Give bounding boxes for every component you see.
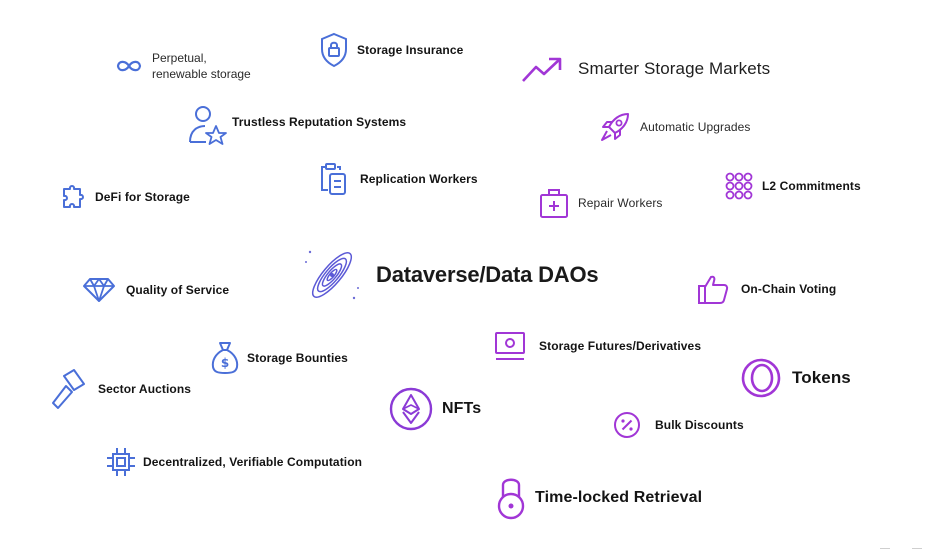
money-bag-icon: $ xyxy=(209,340,241,376)
decentralized-computation-label: Decentralized, Verifiable Computation xyxy=(143,455,363,469)
item-replication-workers: Replication Workers xyxy=(318,162,478,196)
item-bulk-discounts: Bulk Discounts xyxy=(613,411,744,439)
item-automatic-upgrades: Automatic Upgrades xyxy=(598,110,751,144)
user-star-icon xyxy=(188,104,228,146)
quality-of-service-label: Quality of Service xyxy=(126,283,230,297)
dataverse-label: Dataverse/Data DAOs xyxy=(376,262,599,287)
item-storage-insurance: Storage Insurance xyxy=(319,32,463,68)
padlock-icon xyxy=(497,475,525,521)
perpetual-storage-label: Perpetual, renewable storage xyxy=(152,50,251,82)
svg-text:$: $ xyxy=(221,356,229,370)
corner-mark xyxy=(912,548,922,549)
smarter-storage-markets-label: Smarter Storage Markets xyxy=(578,59,771,78)
item-tokens: Tokens xyxy=(740,357,851,399)
item-storage-futures: Storage Futures/Derivatives xyxy=(493,330,701,362)
item-smarter-storage-markets: Smarter Storage Markets xyxy=(520,54,770,84)
percent-icon xyxy=(613,411,641,439)
item-on-chain-voting: On-Chain Voting xyxy=(697,273,836,305)
storage-bounties-label: Storage Bounties xyxy=(247,351,348,365)
perpetual-storage-line2: renewable storage xyxy=(152,67,251,81)
item-storage-bounties: $ Storage Bounties xyxy=(209,340,348,376)
screen-icon xyxy=(493,330,527,362)
defi-for-storage-label: DeFi for Storage xyxy=(95,190,190,204)
item-defi-for-storage: DeFi for Storage xyxy=(61,183,190,211)
automatic-upgrades-label: Automatic Upgrades xyxy=(640,120,751,134)
item-trustless-reputation: Trustless Reputation Systems xyxy=(188,104,406,146)
time-locked-retrieval-label: Time-locked Retrieval xyxy=(535,489,703,506)
storage-futures-label: Storage Futures/Derivatives xyxy=(539,339,702,353)
l2-commitments-label: L2 Commitments xyxy=(762,179,861,193)
nfts-label: NFTs xyxy=(442,400,482,417)
galaxy-icon xyxy=(302,244,362,306)
corner-mark xyxy=(880,548,890,549)
chip-icon xyxy=(105,446,137,478)
ethereum-icon xyxy=(388,386,434,432)
trending-up-icon xyxy=(520,54,564,84)
repair-workers-label: Repair Workers xyxy=(578,196,663,210)
grid-rings-icon xyxy=(724,171,754,201)
infinity-icon xyxy=(114,57,144,75)
sector-auctions-label: Sector Auctions xyxy=(98,382,192,396)
item-quality-of-service: Quality of Service xyxy=(82,277,229,303)
clipboard-copy-icon xyxy=(318,162,348,196)
item-nfts: NFTs xyxy=(388,386,481,432)
gavel-icon xyxy=(50,368,92,410)
puzzle-icon xyxy=(61,183,87,211)
item-sector-auctions: Sector Auctions xyxy=(50,368,191,410)
rocket-icon xyxy=(598,110,632,144)
item-repair-workers: Repair Workers xyxy=(538,186,663,220)
replication-workers-label: Replication Workers xyxy=(360,172,478,186)
item-perpetual-storage: Perpetual, renewable storage xyxy=(114,50,251,82)
thumbs-up-icon xyxy=(697,273,729,305)
ring-icon xyxy=(740,357,782,399)
storage-insurance-label: Storage Insurance xyxy=(357,43,464,57)
item-decentralized-computation: Decentralized, Verifiable Computation xyxy=(105,446,362,478)
first-aid-kit-icon xyxy=(538,186,570,220)
trustless-reputation-label: Trustless Reputation Systems xyxy=(232,115,407,129)
item-dataverse-data-daos: Dataverse/Data DAOs xyxy=(302,244,599,306)
bulk-discounts-label: Bulk Discounts xyxy=(655,418,744,432)
perpetual-storage-line1: Perpetual, xyxy=(152,51,207,65)
tokens-label: Tokens xyxy=(792,368,851,387)
on-chain-voting-label: On-Chain Voting xyxy=(741,282,837,296)
shield-lock-icon xyxy=(319,32,349,68)
diamond-icon xyxy=(82,277,116,303)
item-l2-commitments: L2 Commitments xyxy=(724,171,861,201)
item-time-locked-retrieval: Time-locked Retrieval xyxy=(497,475,702,521)
